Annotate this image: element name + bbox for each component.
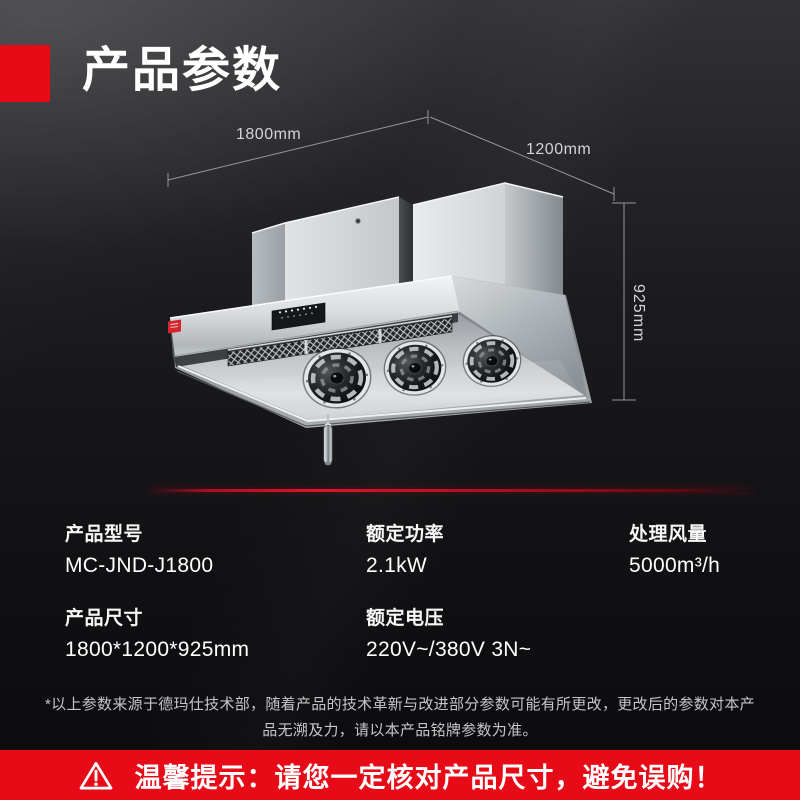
duct-right [412,182,564,300]
duct-gap-shadow [399,197,413,292]
spec-rated-power-value: 2.1kW [366,554,428,577]
disclaimer-line-1: *以上参数来源于德玛仕技术部，随着产品的技术革新与改进部分参数可能有所更改，更改… [45,696,755,713]
spec-rated-voltage-value: 220V~/380V 3N~ [366,638,532,661]
range-hood-illustration [167,110,636,466]
spec-model: 产品型号 MC-JND-J1800 [65,524,213,577]
red-divider-line [148,489,752,492]
spec-model-label: 产品型号 [65,524,144,545]
spec-rated-power: 额定功率 2.1kW [366,524,444,577]
dimension-width-label: 1800mm [236,126,302,143]
spec-air-volume-label: 处理风量 [629,524,708,545]
control-panel [271,302,326,331]
dimension-height-label: 925mm [630,284,647,343]
dimension-depth-label: 1200mm [526,141,592,158]
dimension-lines [167,110,636,401]
disclaimer-line-2: 品无溯及力，请以本产品铭牌参数为准。 [262,722,538,739]
spec-rated-power-label: 额定功率 [366,524,445,545]
notice-text: 温馨提示：请您一定核对产品尺寸，避免误购！ [134,762,723,793]
title-accent-square [0,45,50,102]
duct-left [251,196,400,316]
spec-size: 产品尺寸 1800*1200*925mm [65,608,249,661]
brand-sticker [168,319,181,334]
spec-rated-voltage: 额定电压 220V~/380V 3N~ [366,608,531,661]
notice-banner: 温馨提示：请您一定核对产品尺寸，避免误购！ [0,750,800,800]
spec-air-volume: 处理风量 5000m³/h [629,524,720,577]
hanging-hook [323,414,333,466]
hood-canopy [168,275,592,466]
page-title: 产品参数 [82,44,283,97]
spec-size-value: 1800*1200*925mm [65,638,250,661]
spec-size-label: 产品尺寸 [65,608,144,629]
spec-model-value: MC-JND-J1800 [65,554,214,577]
spec-air-volume-value: 5000m³/h [629,554,721,577]
grease-filter-mesh [227,315,453,367]
disclaimer-text: *以上参数来源于德玛仕技术部，随着产品的技术革新与改进部分参数可能有所更改，更改… [0,692,800,744]
spec-rated-voltage-label: 额定电压 [366,608,445,629]
warning-triangle-icon [79,761,112,789]
